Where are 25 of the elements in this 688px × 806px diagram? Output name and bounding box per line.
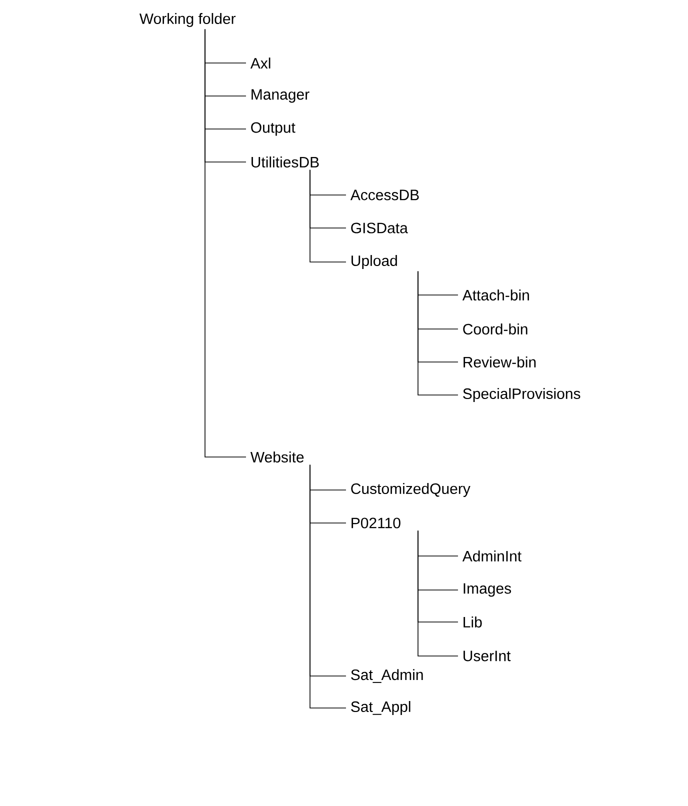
folder-label: Working folder [139, 13, 236, 27]
tree-connector [418, 530, 458, 656]
folder-label: Sat_Appl [351, 701, 410, 715]
folder-label: CustomizedQuery [351, 483, 470, 497]
folder-label: GISData [351, 222, 408, 234]
folder-label: Axl [250, 58, 270, 68]
folder-label: Images [464, 583, 512, 597]
folder-label: Website [250, 452, 304, 462]
folder-label: Upload [352, 255, 397, 269]
folder-label: UserInt [464, 650, 511, 662]
folder-label: Sat_Admin [351, 669, 423, 683]
tree-connector [418, 271, 458, 396]
folder-label: Coord-bin [463, 324, 528, 334]
folder-label: Lib [464, 616, 482, 628]
folder-label: Manager [252, 89, 310, 103]
tree-connector [310, 170, 346, 262]
tree-connector [204, 29, 246, 458]
folder-label: Attach-bin [462, 290, 529, 300]
folder-label: P02110 [352, 518, 400, 528]
folder-label: UtilitiesDB [252, 156, 319, 168]
folder-label: SpecialProvisions [463, 388, 580, 402]
folder-label: Output [251, 122, 296, 136]
folder-label: AccessDB [350, 190, 419, 200]
folder-label: Review-bin [464, 356, 536, 368]
folder-label: AdminInt [462, 550, 522, 562]
